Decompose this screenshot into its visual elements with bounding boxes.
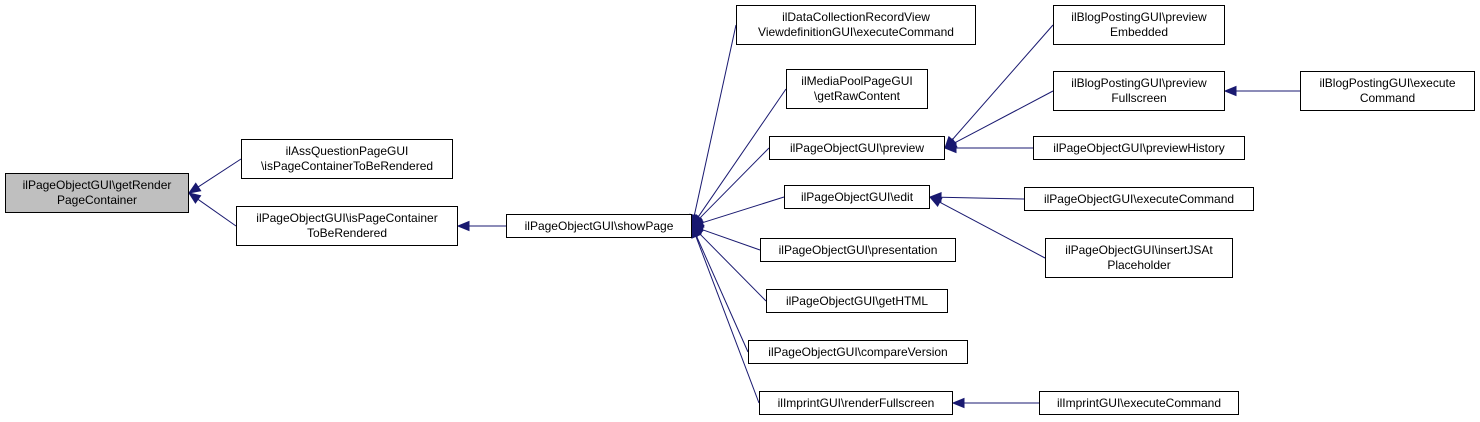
node-blog-execute-command[interactable]: ilBlogPostingGUI\execute Command <box>1300 71 1475 111</box>
node-blog-preview-embedded[interactable]: ilBlogPostingGUI\preview Embedded <box>1053 5 1225 45</box>
node-get-render-page-container[interactable]: ilPageObjectGUI\getRender PageContainer <box>5 173 189 213</box>
arrowhead-blogExecuteCommand-to-blogPreviewFullscreen <box>1223 85 1237 97</box>
edge-edit-to-showPage <box>702 196 785 224</box>
node-page-execute-command[interactable]: ilPageObjectGUI\executeCommand <box>1024 187 1254 211</box>
node-presentation[interactable]: ilPageObjectGUI\presentation <box>760 238 956 262</box>
node-preview[interactable]: ilPageObjectGUI\preview <box>769 136 945 160</box>
node-imprint-execute-command[interactable]: ilImprintGUI\executeCommand <box>1039 391 1239 415</box>
arrowhead-isPageContainerToBeRendered-to-getRenderPageContainer <box>187 192 202 204</box>
edge-blogPreviewFullscreen-to-preview <box>954 90 1054 144</box>
node-media-pool-get-raw-content[interactable]: ilMediaPoolPageGUI \getRawContent <box>786 69 928 109</box>
arrowhead-previewHistory-to-preview <box>943 142 957 154</box>
node-insert-js-at-placeholder[interactable]: ilPageObjectGUI\insertJSAt Placeholder <box>1045 238 1233 278</box>
node-render-fullscreen[interactable]: ilImprintGUI\renderFullscreen <box>759 391 953 415</box>
edge-insertJSAtPlaceholder-to-edit <box>939 201 1046 259</box>
node-preview-history[interactable]: ilPageObjectGUI\previewHistory <box>1033 136 1245 160</box>
edge-blogPreviewEmbedded-to-preview <box>951 24 1054 141</box>
arrowhead-assQuestionIsPageContainerToBeRendered-to-getRenderPageContainer <box>187 182 202 194</box>
arrowhead-imprintExecuteCommand-to-renderFullscreen <box>951 397 965 409</box>
node-ass-question-is-page-container-to-be-rendered[interactable]: ilAssQuestionPageGUI \isPageContainerToB… <box>241 139 453 179</box>
edge-preview-to-showPage <box>699 147 770 219</box>
node-data-collection-execute-command[interactable]: ilDataCollectionRecordView Viewdefinitio… <box>736 5 976 45</box>
edge-dataCollectionExecuteCommand-to-showPage <box>693 24 737 216</box>
edge-compareVersion-to-showPage <box>696 235 749 353</box>
node-edit[interactable]: ilPageObjectGUI\edit <box>784 185 930 209</box>
node-is-page-container-to-be-rendered[interactable]: ilPageObjectGUI\isPageContainer ToBeRend… <box>236 206 458 246</box>
edge-getHTML-to-showPage <box>699 233 767 302</box>
edge-renderFullscreen-to-showPage <box>695 236 760 404</box>
edge-presentation-to-showPage <box>702 229 761 251</box>
node-show-page[interactable]: ilPageObjectGUI\showPage <box>506 214 692 238</box>
edge-assQuestionIsPageContainerToBeRendered-to-getRenderPageContainer <box>197 158 242 188</box>
edge-mediaPoolGetRawContent-to-showPage <box>697 88 787 218</box>
node-blog-preview-fullscreen[interactable]: ilBlogPostingGUI\preview Fullscreen <box>1053 71 1225 111</box>
edge-pageExecuteCommand-to-edit <box>940 196 1025 200</box>
edge-isPageContainerToBeRendered-to-getRenderPageContainer <box>197 198 237 227</box>
arrowhead-insertJSAtPlaceholder-to-edit <box>928 196 943 208</box>
node-compare-version[interactable]: ilPageObjectGUI\compareVersion <box>748 340 968 364</box>
node-get-html[interactable]: ilPageObjectGUI\getHTML <box>766 289 948 313</box>
arrowhead-showPage-to-isPageContainerToBeRendered <box>456 220 470 232</box>
